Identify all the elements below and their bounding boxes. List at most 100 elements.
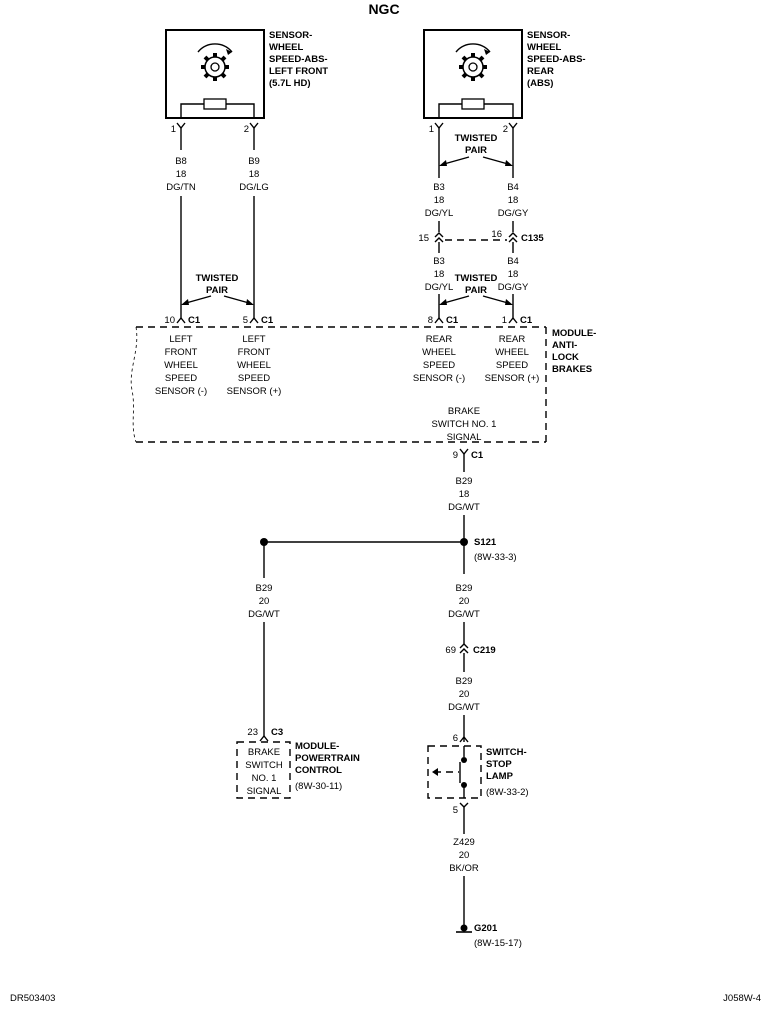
abs-module-name-1: MODULE- [552,328,596,339]
pcm-name-3: CONTROL [295,765,342,776]
footer-left-code: DR503403 [10,993,55,1004]
wire-b29-circuit: B29 [456,583,473,594]
twisted-pair-label-1: TWISTED [455,273,498,284]
terminal-symbol [459,735,469,743]
twisted-pair-label-2: PAIR [206,285,228,296]
terminal-symbol [508,316,518,324]
abs-module-name-3: LOCK [552,352,579,363]
abs-module-name-4: BRAKES [552,364,592,375]
sensor-rear-label-5: (ABS) [527,78,553,89]
terminal-symbol [249,316,259,324]
pin-function-label: WHEEL [237,360,271,371]
wire-b9-circuit: B9 [248,156,260,167]
pcm-pin-label-3: NO. 1 [252,773,277,784]
terminal-symbol [459,802,469,808]
pin-function-label: WHEEL [422,347,456,358]
pin-function-label: REAR [426,334,453,345]
diagram-title: NGC [368,1,399,17]
connector-label: C1 [261,315,274,326]
sensor-left-front-label-4: LEFT FRONT [269,66,328,77]
sensor-rear: SENSOR- WHEEL SPEED-ABS- REAR (ABS) 1 2 [423,29,586,135]
terminal-symbol [259,734,269,742]
sensor-rear-box [423,29,523,119]
ground-icon [456,924,472,933]
c219-pin: 69 [445,645,456,656]
ground-ref: (8W-15-17) [474,938,522,949]
connector-c219: 69 C219 [445,643,496,656]
wire-b4-circuit: B4 [507,256,519,267]
pcm-ref: (8W-30-11) [295,781,342,792]
pin-function-label: WHEEL [164,360,198,371]
stop-lamp-name-2: STOP [486,759,512,770]
wire-b3-gauge: 18 [434,195,445,206]
pin-function-label: FRONT [165,347,198,358]
sensor-rear-label-2: WHEEL [527,42,562,53]
pin-label: 1 [502,315,507,326]
pin-label: 2 [503,124,508,135]
brake-switch-label-1: BRAKE [448,406,480,417]
pin-function-label: SPEED [238,373,270,384]
twisted-pair-label-1: TWISTED [455,133,498,144]
resistor-icon [180,98,255,118]
wire-b29-color-code: DG/WT [448,702,480,713]
sensor-left-front-label-1: SENSOR- [269,30,312,41]
wire-b3-color-code: DG/YL [425,208,454,219]
pin-function-label: WHEEL [495,347,529,358]
pcm-name-2: POWERTRAIN [295,753,360,764]
twisted-pair-label-2: PAIR [465,285,487,296]
sensor-rear-label-1: SENSOR- [527,30,570,41]
pin-label: 8 [428,315,433,326]
resistor-icon [438,98,514,118]
brake-switch-label-2: SWITCH NO. 1 [432,419,497,430]
pin-function-label: FRONT [238,347,271,358]
sensor-left-front-label-5: (5.7L HD) [269,78,311,89]
wire-b4-color-code: DG/GY [498,208,529,219]
pin-label: 10 [164,315,175,326]
c135-pin-left: 15 [418,233,429,244]
brake-switch-label-3: SIGNAL [447,432,482,443]
terminal-symbol [176,122,186,130]
twisted-pair-label-2: PAIR [465,145,487,156]
wire-b9-color-code: DG/LG [239,182,269,193]
wire-b8-gauge: 18 [176,169,187,180]
twisted-pair-label-1: TWISTED [196,273,239,284]
connector-label: C1 [446,315,459,326]
wire-b3-circuit: B3 [433,256,445,267]
connector-label: C1 [188,315,201,326]
terminal-symbol [434,122,444,130]
sensor-rear-label-3: SPEED-ABS- [527,54,586,65]
sensor-left-front-box [165,29,265,119]
pin-function-label: SENSOR (-) [413,373,465,384]
terminal-symbol [508,122,518,130]
sensor-rear-label-4: REAR [527,66,554,77]
connector-label: C1 [520,315,533,326]
footer-right-code: J058W-4 [723,993,761,1004]
stop-lamp-name-1: SWITCH- [486,747,527,758]
wire-b29-color-code: DG/WT [248,609,280,620]
terminal-symbol [249,122,259,130]
pcm-pin-label-4: SIGNAL [247,786,282,797]
pin-label: 23 [247,727,258,738]
left-sensor-wires: B8 18 DG/TN B9 18 DG/LG TWISTED PAIR [166,122,269,324]
wire-z429-color-code: BK/OR [449,863,479,874]
pin-label: 5 [453,805,458,816]
pcm-pin-label-2: SWITCH [245,760,283,771]
stop-lamp-name-3: LAMP [486,771,514,782]
wire-b3-gauge: 18 [434,269,445,280]
wire-b29-color-code: DG/WT [448,502,480,513]
gear-icon [455,43,491,81]
pcm-module: 23 C3 BRAKE SWITCH NO. 1 SIGNAL MODULE- … [236,727,360,799]
wire-b29-gauge: 18 [459,489,470,500]
stop-lamp-ref: (8W-33-2) [486,787,529,798]
c135-name: C135 [521,233,544,244]
pin-label: 6 [453,733,458,744]
pin-function-label: REAR [499,334,526,345]
pin-label: 1 [171,124,176,135]
wire-b8-color: B8 [175,156,187,167]
wire-b9-gauge: 18 [249,169,260,180]
stop-lamp-switch: 6 5 SWITCH- STOP LAMP (8W-33-2) [427,733,529,816]
wire-z429-gauge: 20 [459,850,470,861]
connector-label: C3 [271,727,283,738]
pcm-pin-label-1: BRAKE [248,747,280,758]
